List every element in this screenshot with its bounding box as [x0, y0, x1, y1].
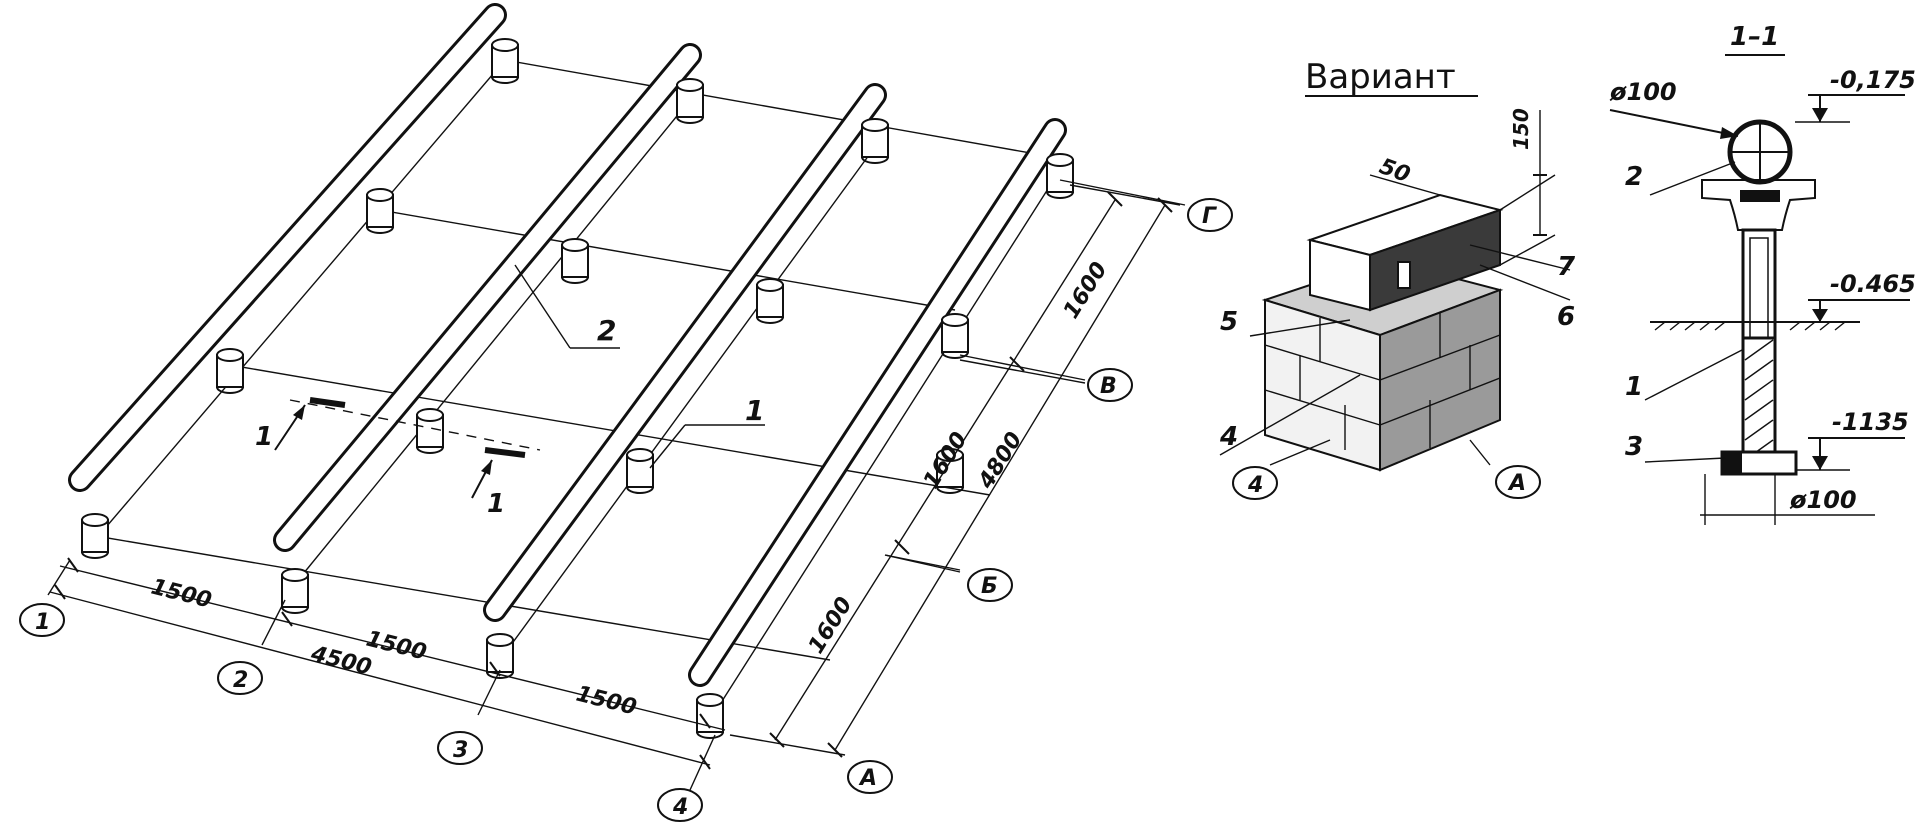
section-1-1: 1–1: [1609, 22, 1916, 525]
axis-2-label: 2: [233, 668, 248, 693]
plan-axis-bubbles-letters: Г В Б А: [847, 179, 1233, 794]
post-7: [756, 278, 784, 324]
elevation-top-label: -0,175: [1830, 66, 1916, 94]
post-8: [941, 313, 969, 359]
axis-4-label: 4: [672, 795, 688, 820]
dim-span-2: 1500: [364, 627, 429, 666]
variant-dim-150: 150: [1509, 108, 1533, 150]
elevation-bottom-label: -1135: [1832, 408, 1909, 436]
variant-title: Вариант: [1305, 57, 1456, 97]
plan-leaders: 2 1: [514, 264, 765, 469]
plan-x-dimensions: 1500 1500 1500 4500: [47, 557, 726, 791]
post-2: [676, 78, 704, 124]
variant-bubble-axis: 4: [1247, 473, 1263, 498]
concrete-hatch: [1744, 339, 1774, 461]
post-15: [486, 633, 514, 679]
post-12: [936, 448, 964, 494]
axis-B-label: Б: [981, 574, 998, 599]
plan-posts: [81, 38, 1074, 739]
beam-axis-3: [483, 83, 887, 622]
section-label-1: 1: [1625, 372, 1643, 402]
post-3: [861, 118, 889, 164]
post-14: [281, 568, 309, 614]
axis-3-label: 3: [453, 738, 468, 763]
axis-V-label: В: [1100, 374, 1117, 399]
dim-span-1: 1500: [149, 575, 214, 614]
post-label: 1: [745, 394, 764, 427]
variant-label-4: 4: [1219, 422, 1238, 452]
elevation-mid: -0.465: [1808, 270, 1916, 322]
axis-G-label: Г: [1202, 204, 1217, 229]
axis-A-label: А: [858, 766, 877, 791]
section-label-3: 3: [1625, 432, 1643, 462]
plan-grid-lines: [89, 59, 1071, 721]
dim-y-span-1: 1600: [1059, 258, 1113, 323]
post-1: [491, 38, 519, 84]
post-10: [416, 408, 444, 454]
post-6: [561, 238, 589, 284]
post-13: [81, 513, 109, 559]
plan-beams: [68, 3, 1067, 687]
section-diameter-top: ø100: [1609, 78, 1677, 106]
axis-1-label: 1: [35, 610, 50, 635]
section-title: 1–1: [1730, 22, 1779, 52]
dim-total-y: 4800: [973, 428, 1027, 494]
brick-joints: [1264, 312, 1501, 450]
variant-label-5: 5: [1220, 307, 1238, 337]
variant-detail: Вариант 150 5: [1219, 57, 1576, 500]
section-mark-left: 1: [255, 422, 273, 452]
variant-bubble-letter: А: [1507, 471, 1526, 496]
section-diameter-bottom: ø100: [1789, 486, 1857, 514]
elevation-mid-label: -0.465: [1830, 270, 1916, 298]
beam-axis-4: [688, 118, 1067, 687]
post-9: [216, 348, 244, 394]
beam-axis-2: [273, 43, 702, 552]
section-label-2: 2: [1625, 162, 1643, 192]
post-5: [366, 188, 394, 234]
elevation-top: -0,175: [1795, 66, 1916, 123]
beam-axis-1: [68, 3, 507, 492]
section-cut-marks: 1 1: [255, 397, 541, 519]
dim-y-span-3: 1600: [804, 593, 858, 658]
post-11: [626, 448, 654, 494]
elevation-bottom: -1135: [1795, 408, 1909, 471]
dim-span-3: 1500: [574, 682, 639, 721]
dim-y-span-2: 1600: [919, 428, 973, 493]
plan-axis-bubbles-numeric: 1 2 3 4: [19, 603, 703, 822]
ground-hatch: [1654, 321, 1846, 331]
beam-label: 2: [597, 314, 616, 347]
plan-view: 1 1 2 1: [19, 3, 1233, 822]
variant-label-6: 6: [1557, 302, 1575, 332]
variant-dim-50: 50: [1376, 154, 1413, 188]
section-mark-right: 1: [487, 489, 505, 519]
variant-label-7: 7: [1557, 252, 1576, 282]
post-4: [1046, 153, 1074, 199]
